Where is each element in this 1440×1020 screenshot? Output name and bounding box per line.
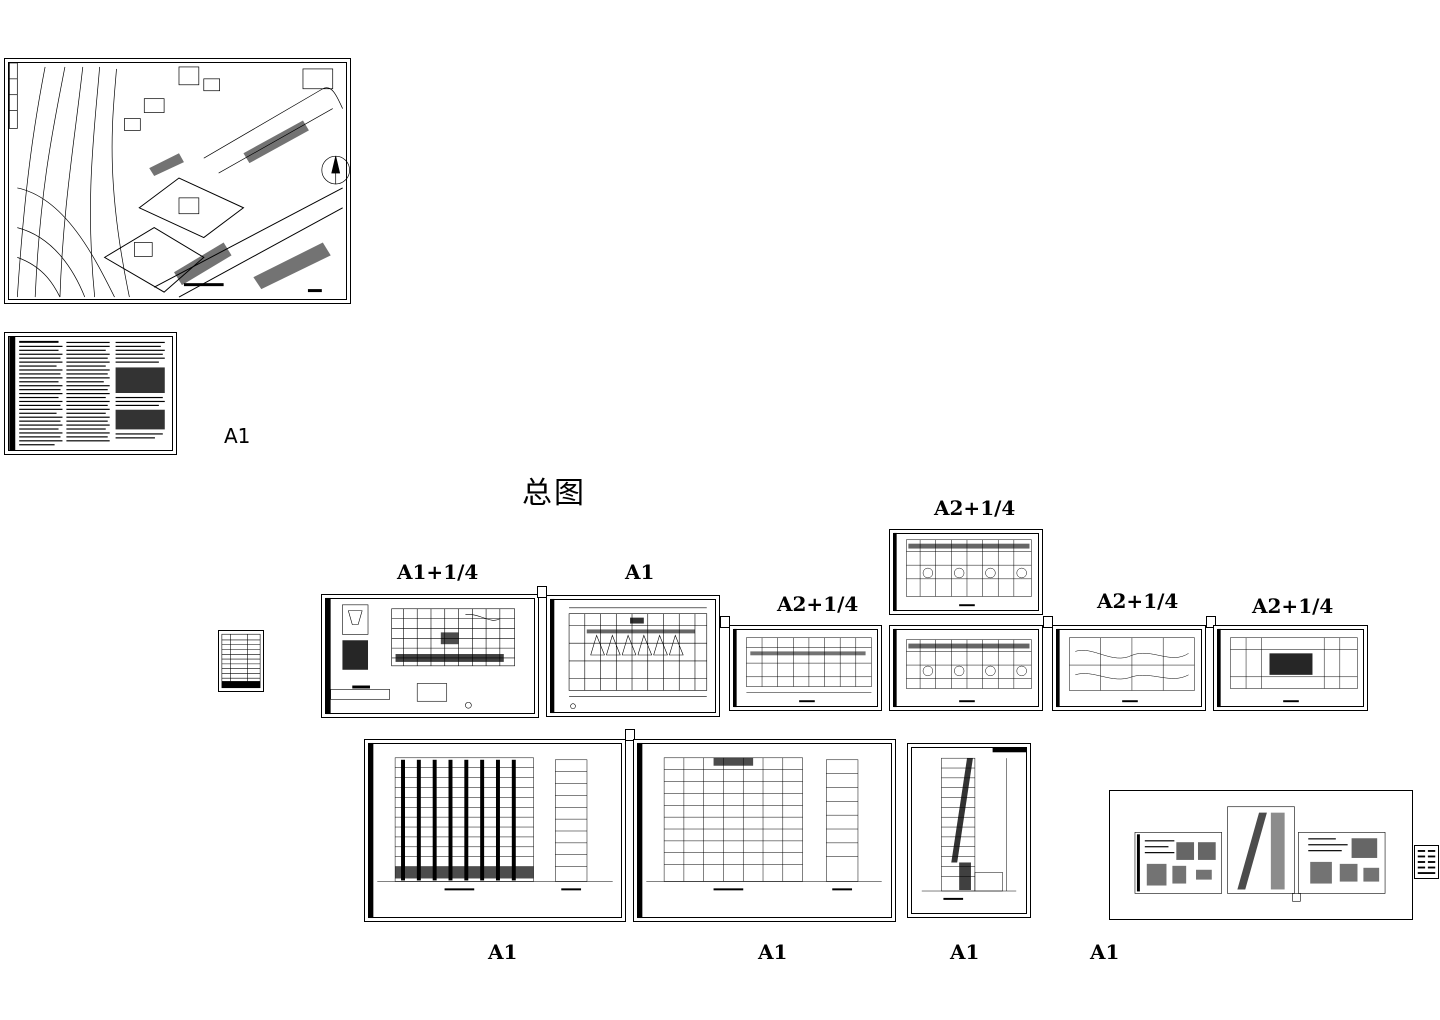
design-notes-sheet[interactable]	[4, 332, 177, 455]
sheet-size-label-plan-3: A2+1/4	[777, 592, 859, 616]
plan-sheet-5-drawing	[1056, 628, 1195, 708]
sheet-size-label-plan-4: A2+1/4	[934, 496, 1016, 520]
section-sheet[interactable]	[907, 743, 1031, 918]
sheet-size-label-plan-6: A2+1/4	[1252, 594, 1334, 618]
plan-sheet-2[interactable]	[546, 595, 720, 717]
elevation-sheet-2[interactable]	[633, 739, 896, 922]
elevation-sheet-1-drawing	[368, 742, 613, 919]
plan-sheet-3-frame	[733, 629, 878, 707]
details-sheet-drawing	[1134, 806, 1386, 902]
plan-sheet-6-frame	[1217, 629, 1364, 707]
site-plan-drawing	[9, 62, 350, 298]
drawing-index-sheet[interactable]	[218, 630, 264, 692]
plan-sheet-3[interactable]	[729, 625, 882, 711]
drawing-index-table	[221, 633, 261, 689]
section-sheet-frame	[911, 747, 1027, 914]
plan-sheet-4-lower-drawing	[893, 628, 1032, 708]
sheet-size-label-plan-1: A1+1/4	[397, 560, 479, 584]
design-notes-text-block	[9, 336, 165, 451]
sheet-connector-tab	[537, 586, 547, 598]
sheet-size-label-notes: A1	[224, 424, 251, 448]
plan-sheet-2-drawing	[550, 598, 708, 714]
sheet-size-label-details: A1	[1090, 940, 1120, 964]
sheet-size-label-elev-2: A1	[758, 940, 788, 964]
sheet-connector-tab	[625, 729, 635, 741]
site-plan-frame	[8, 62, 347, 300]
sheet-connector-tab	[1043, 616, 1053, 628]
sheet-size-label-plan-2: A1	[625, 560, 655, 584]
sheet-size-label-elev-1: A1	[488, 940, 518, 964]
elevation-sheet-2-drawing	[637, 742, 882, 919]
sheet-size-label-plan-5: A2+1/4	[1097, 589, 1179, 613]
plan-sheet-4-lower[interactable]	[889, 625, 1043, 711]
plan-sheet-6[interactable]	[1213, 625, 1368, 711]
section-sheet-drawing	[921, 747, 1027, 900]
legend-stamp	[1414, 845, 1439, 879]
plan-sheet-1[interactable]	[321, 594, 539, 718]
plan-sheet-4-lower-frame	[893, 629, 1039, 707]
plan-sheet-6-drawing	[1217, 628, 1358, 708]
sheet-connector-tab	[1206, 616, 1216, 628]
plan-sheet-5[interactable]	[1052, 625, 1206, 711]
elevation-sheet-1[interactable]	[364, 739, 626, 922]
plan-sheet-4-upper-drawing	[893, 532, 1032, 612]
plan-sheet-4-upper[interactable]	[889, 529, 1043, 615]
details-sheet[interactable]	[1109, 790, 1413, 920]
sheet-size-label-section: A1	[950, 940, 980, 964]
site-plan-sheet[interactable]	[4, 58, 351, 304]
page-title: 总图	[522, 476, 586, 511]
legend-stamp-graphic	[1417, 850, 1436, 874]
plan-sheet-5-frame	[1056, 629, 1202, 707]
plan-sheet-1-frame	[325, 598, 535, 714]
design-notes-frame	[8, 336, 173, 451]
plan-sheet-1-drawing	[325, 597, 515, 715]
plan-sheet-3-drawing	[733, 628, 872, 708]
plan-sheet-4-upper-frame	[893, 533, 1039, 611]
sheet-connector-tab	[720, 616, 730, 628]
